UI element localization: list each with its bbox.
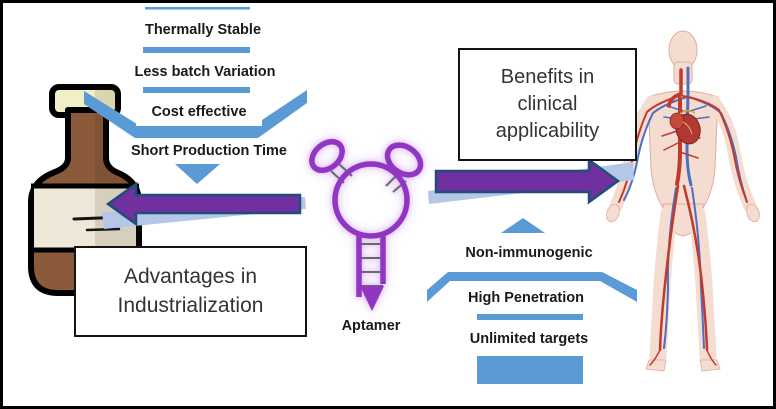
flow-item-less-batch-variation: Less batch Variation [134,64,276,80]
flow-item-cost-effective: Cost effective [136,98,262,126]
base-rectangle [477,356,583,384]
flow-item-high-penetration: High Penetration [458,285,594,311]
flow-item-unlimited-targets: Unlimited targets [469,331,589,347]
chevron-up-arrow [427,272,637,302]
divider-bar [477,314,583,320]
flow-item-thermally-stable: Thermally Stable [144,22,262,38]
flow-item-short-production-time: Short Production Time [119,140,299,163]
right-flow-shapes [427,218,637,384]
chevron-down-arrow [84,90,307,138]
down-triangle-icon [175,164,220,184]
divider-bar [143,87,250,93]
flow-item-non-immunogenic: Non-immunogenic [465,245,593,261]
industrialization-box: Advantages in Industrialization [74,246,307,337]
clinical-applicability-box: Benefits in clinical applicability [458,48,637,161]
arrow-left-icon [105,181,302,227]
arrow-right-icon [434,157,621,205]
heart-icon [669,110,701,145]
aptamer-structure-icon [309,138,424,311]
human-circulatory-figure-icon [606,30,760,372]
left-flow-shapes [84,7,307,184]
up-triangle-icon [501,218,545,233]
divider-line [145,7,250,10]
divider-bar [143,47,250,53]
aptamer-label: Aptamer [341,318,401,334]
